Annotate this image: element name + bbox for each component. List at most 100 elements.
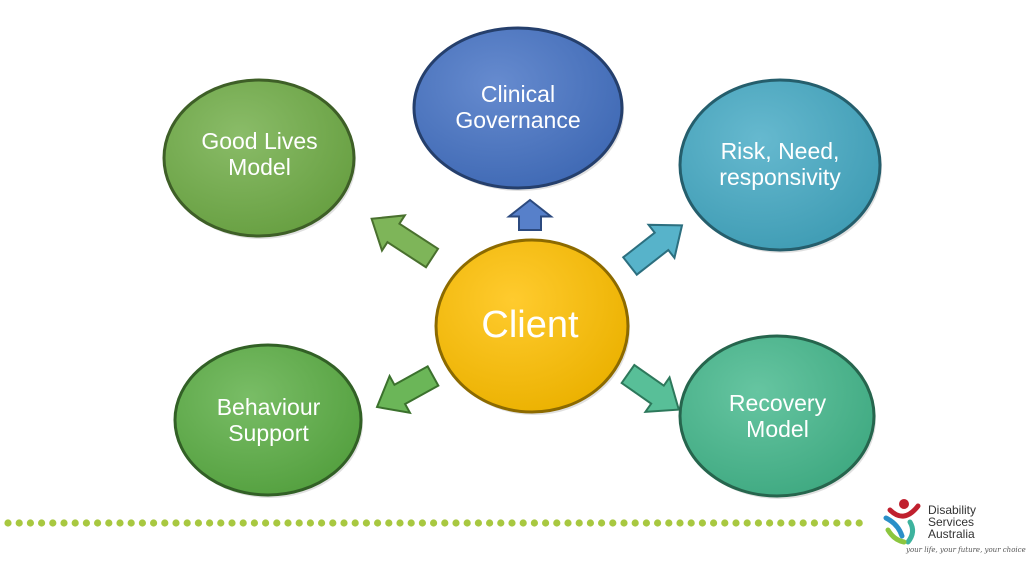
divider-dot xyxy=(116,519,124,527)
people-figure-icon xyxy=(883,499,921,545)
disability-services-australia-logo: Disability Services Australia your life,… xyxy=(880,496,1030,556)
divider-dot xyxy=(586,519,595,527)
divider-dot xyxy=(822,519,830,527)
divider-dot xyxy=(38,519,46,527)
arrow-to-good-lives-model xyxy=(370,214,440,269)
node-recovery-model xyxy=(678,334,876,499)
logo-tagline: your life, your future, your choice xyxy=(906,546,1026,554)
arrow-to-recovery-model xyxy=(620,363,681,413)
node-center xyxy=(434,238,630,415)
divider-dot xyxy=(340,519,348,527)
divider-dot xyxy=(161,519,169,527)
divider-dot xyxy=(598,519,606,527)
divider-dot xyxy=(564,519,572,527)
divider-dot xyxy=(777,519,785,527)
divider-dot xyxy=(833,519,841,527)
divider-dot xyxy=(26,519,34,527)
divider-dot xyxy=(49,519,57,527)
node-clinical-governance xyxy=(412,26,624,191)
divider-dot xyxy=(766,519,774,527)
divider-dot xyxy=(351,519,359,527)
divider-dot xyxy=(530,519,539,527)
divider-dot xyxy=(732,519,740,527)
logo-arm-green xyxy=(885,527,907,545)
divider-dot xyxy=(407,519,415,527)
divider-dot xyxy=(508,519,516,527)
logo-arm-teal xyxy=(905,519,916,545)
logo-head-red xyxy=(899,499,909,509)
divider-dot xyxy=(138,519,146,527)
divider-dot xyxy=(15,519,23,527)
divider-dot xyxy=(474,519,482,527)
divider-dot xyxy=(497,519,505,527)
node-risk-need-responsivity xyxy=(678,78,882,253)
divider-dot xyxy=(430,519,438,527)
divider-dot xyxy=(150,519,158,527)
divider-dot xyxy=(82,519,90,527)
divider-dot xyxy=(844,519,852,527)
divider-dot xyxy=(206,519,214,527)
divider-dot xyxy=(329,519,337,527)
divider-dot xyxy=(631,519,639,527)
divider-dot xyxy=(362,519,370,527)
divider-dot xyxy=(217,519,225,527)
divider-dot xyxy=(710,519,718,527)
divider-dot xyxy=(262,519,270,527)
divider-dot xyxy=(385,519,393,527)
divider-dot xyxy=(654,519,662,527)
node-behaviour-support xyxy=(173,343,363,498)
divider-dot xyxy=(239,519,247,527)
divider-dot xyxy=(418,519,426,527)
divider-dot xyxy=(642,519,651,527)
divider-dot xyxy=(463,519,471,527)
divider-dot xyxy=(374,519,382,527)
divider-dot xyxy=(94,519,102,527)
divider-dot xyxy=(754,519,763,527)
dotted-divider xyxy=(4,519,863,527)
logo-arm-red xyxy=(887,503,921,519)
arrow-to-clinical-governance xyxy=(506,198,554,231)
divider-dot xyxy=(250,519,258,527)
divider-dot xyxy=(71,519,79,527)
divider-dot xyxy=(799,519,807,527)
divider-dot xyxy=(183,519,191,527)
divider-dot xyxy=(810,519,819,527)
divider-dot xyxy=(855,519,863,527)
arrow-to-risk-need-responsivity xyxy=(621,223,684,277)
divider-dot xyxy=(486,519,494,527)
divider-dot xyxy=(127,519,135,527)
divider-dot xyxy=(743,519,751,527)
divider-dot xyxy=(441,519,449,527)
divider-dot xyxy=(194,519,202,527)
divider-dot xyxy=(172,519,180,527)
divider-dot xyxy=(620,519,628,527)
divider-dot xyxy=(306,519,314,527)
divider-dot xyxy=(788,519,796,527)
divider-dot xyxy=(273,519,281,527)
divider-dot xyxy=(575,519,583,527)
divider-dot xyxy=(295,519,303,527)
divider-dot xyxy=(4,519,12,527)
divider-dot xyxy=(396,519,404,527)
divider-dot xyxy=(665,519,673,527)
divider-dot xyxy=(721,519,729,527)
divider-dot xyxy=(519,519,527,527)
logo-name: Disability Services Australia xyxy=(928,503,977,541)
divider-dot xyxy=(676,519,684,527)
divider-dot xyxy=(228,519,236,527)
divider-dot xyxy=(698,519,707,527)
divider-dot xyxy=(105,519,113,527)
divider-dot xyxy=(284,519,292,527)
divider-dot xyxy=(318,519,326,527)
divider-dot xyxy=(542,519,550,527)
divider-dot xyxy=(452,519,460,527)
divider-dot xyxy=(553,519,561,527)
logo-arm-blue xyxy=(883,515,905,539)
arrow-to-behaviour-support xyxy=(375,365,440,415)
divider-dot xyxy=(60,519,68,527)
divider-dot xyxy=(687,519,695,527)
divider-dot xyxy=(609,519,617,527)
node-good-lives-model xyxy=(162,78,356,239)
